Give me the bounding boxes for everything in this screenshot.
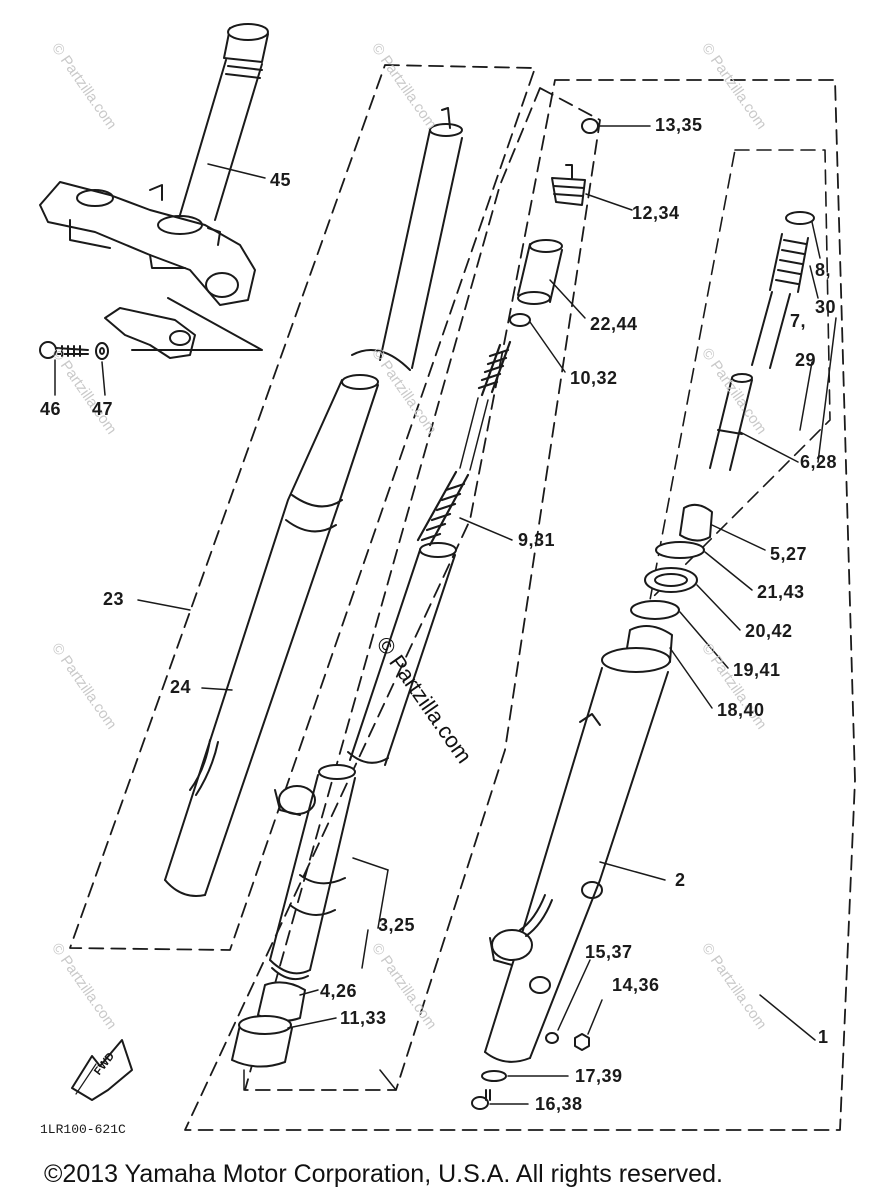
callout-12-34: 12,34 xyxy=(632,203,680,223)
callout-23: 23 xyxy=(103,589,125,609)
callout-17-39: 17,39 xyxy=(575,1066,623,1086)
assembly-outline-main xyxy=(184,79,856,1131)
steering-stem-part-45 xyxy=(39,23,269,306)
assembly-outline-damper-rod xyxy=(649,149,831,601)
washer-part-19-41 xyxy=(630,600,680,620)
callout-20-42: 20,42 xyxy=(745,621,793,641)
assembly-outline-left-fork xyxy=(69,64,536,951)
washer-part-17-39 xyxy=(481,1070,507,1082)
callout-10-32: 10,32 xyxy=(570,368,618,388)
diagram-code: 1LR100-621C xyxy=(40,1122,126,1137)
callout-13-35: 13,35 xyxy=(655,115,703,135)
assembly-outline-inner-tube xyxy=(244,87,601,1091)
callout-1: 1 xyxy=(818,1027,829,1047)
callout-24: 24 xyxy=(170,677,192,697)
callout-22-44: 22,44 xyxy=(590,314,638,334)
forward-arrow-icon xyxy=(71,1039,133,1101)
outer-tube-part-24 xyxy=(164,107,463,897)
nut-part-14-36 xyxy=(574,1033,590,1051)
inner-tube-center xyxy=(269,542,457,981)
copyright-notice: ©2013 Yamaha Motor Corporation, U.S.A. A… xyxy=(44,1160,723,1188)
washer-part-47 xyxy=(95,342,109,360)
cap-part-13-35 xyxy=(581,118,599,134)
callout-29: 29 xyxy=(795,350,817,370)
callout-18-40: 18,40 xyxy=(717,700,765,720)
callout-21-43: 21,43 xyxy=(757,582,805,602)
callout-3-25: 3,25 xyxy=(378,915,416,935)
fork-spring-part-9-31 xyxy=(416,340,512,547)
callout-9-31: 9,31 xyxy=(518,530,556,550)
callout-45: 45 xyxy=(270,170,292,190)
callout-14-36: 14,36 xyxy=(612,975,660,995)
damper-rod-part-7 xyxy=(751,211,815,369)
exploded-parts-diagram xyxy=(39,23,856,1131)
oil-seal-part-20-42 xyxy=(644,567,698,593)
oil-lock-piece-part-11-33 xyxy=(231,1015,293,1068)
clip-part-21-43 xyxy=(655,541,705,559)
callout-15-37: 15,37 xyxy=(585,942,633,962)
dust-seal-part-5-27 xyxy=(679,503,713,542)
spring-seat-part-10-32 xyxy=(509,313,531,327)
bolt-part-16-38 xyxy=(471,1089,491,1110)
clamp-bracket xyxy=(104,297,263,359)
damper-rod-part-6-28 xyxy=(709,373,753,471)
washer-part-15-37 xyxy=(545,1032,559,1044)
leader-lines xyxy=(54,125,837,1105)
callout-19-41: 19,41 xyxy=(733,660,781,680)
spacer-part-22-44 xyxy=(517,239,563,305)
callout-16-38: 16,38 xyxy=(535,1094,583,1114)
bolt-part-46 xyxy=(39,341,89,359)
callout-30: 30 xyxy=(815,297,837,317)
callout-2: 2 xyxy=(675,870,686,890)
cap-bolt-part-12-34 xyxy=(551,164,586,206)
callout-4-26: 4,26 xyxy=(320,981,358,1001)
callout-47: 47 xyxy=(92,399,114,419)
callout-46: 46 xyxy=(40,399,62,419)
callout-5-27: 5,27 xyxy=(770,544,808,564)
outer-tube-part-2 xyxy=(484,647,671,1063)
callout-8: 8, xyxy=(815,260,832,280)
callout-7: 7, xyxy=(790,311,807,331)
callout-11-33: 11,33 xyxy=(340,1008,387,1028)
callout-6-28: 6,28 xyxy=(800,452,838,472)
